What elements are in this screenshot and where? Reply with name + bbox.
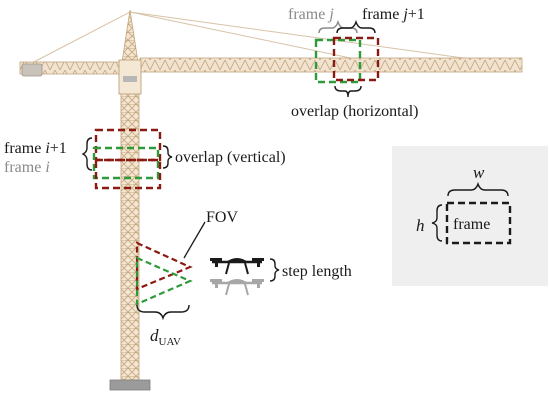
crane-cable: [29, 11, 131, 65]
crane-cab-window: [123, 76, 137, 82]
frame-j-label: frame j: [288, 6, 334, 23]
crane-apex: [121, 9, 139, 63]
drone-dark-icon: [210, 258, 264, 275]
step-length-label: step length: [282, 263, 352, 280]
legend-w-brace: [447, 181, 509, 197]
legend-w-label: w: [473, 163, 485, 182]
d-uav-label: dUAV: [150, 326, 181, 348]
fov-triangle-red: [135, 241, 193, 291]
legend-background: [392, 146, 548, 286]
frame-j-box: [314, 38, 362, 84]
fov-label: FOV: [206, 209, 238, 226]
horizontal-overlap-group: frame j frame j+1 overlap (horizontal): [288, 6, 425, 120]
frame-legend-panel: w h frame: [392, 146, 548, 286]
frame-j1-box: [332, 36, 380, 82]
overlap-vertical-label: overlap (vertical): [175, 149, 286, 166]
tower-crane: [19, 9, 523, 391]
frame-j-brace: [318, 19, 358, 34]
d-uav-brace: [136, 304, 190, 321]
frame-j1-brace: [336, 19, 376, 34]
crane-cable: [129, 11, 361, 61]
fov-triangle-green: [135, 256, 193, 306]
fov-group: FOV dUAV step length: [135, 209, 352, 348]
legend-frame-label: frame: [453, 216, 490, 233]
crane-base: [109, 379, 151, 391]
frame-i1-box: [94, 128, 162, 162]
crane-cable: [129, 11, 493, 63]
fov-pointer: [183, 221, 206, 259]
step-length-brace: [269, 258, 280, 282]
frame-i-label: frame i: [4, 159, 50, 176]
overlap-horizontal-brace: [334, 85, 362, 98]
frame-i1-box-lower: [94, 158, 162, 190]
crane-counterweight: [21, 63, 43, 77]
frame-i-box: [92, 146, 160, 180]
frame-j1-label: frame j+1: [362, 6, 425, 23]
drone-grey-icon: [210, 279, 264, 296]
crane-mast: [120, 93, 140, 381]
frame-i1-label: frame i+1: [4, 140, 67, 157]
legend-frame-box: [445, 201, 512, 245]
crane-jib: [139, 57, 523, 73]
legend-h-label: h: [416, 216, 425, 235]
overlap-horizontal-label: overlap (horizontal): [291, 103, 419, 120]
frame-i-brace: [81, 137, 93, 171]
legend-h-brace: [431, 204, 443, 242]
overlap-vertical-brace: [162, 145, 173, 169]
vertical-overlap-group: frame i+1 frame i overlap (vertical): [4, 128, 286, 190]
